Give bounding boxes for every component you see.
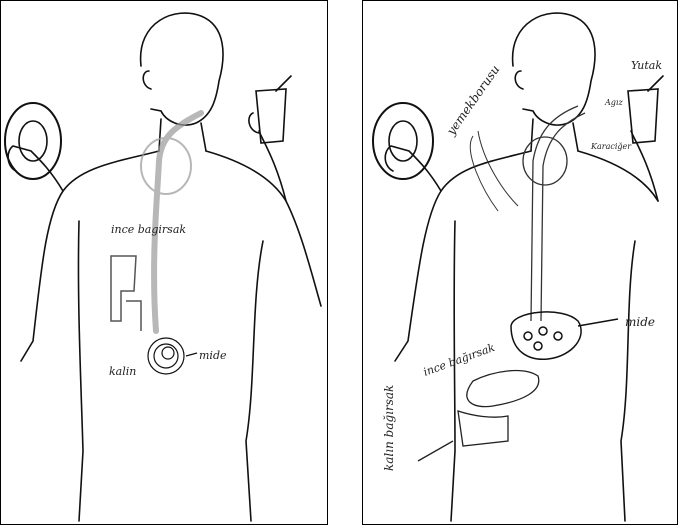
label-large-intestine: kalın bağırsak [382, 385, 396, 471]
torso-right [621, 241, 635, 521]
liver-shape [523, 137, 567, 185]
label-throat: Karaciğer [590, 142, 632, 151]
head-outline [141, 13, 223, 125]
label-large-intestine: kalin [109, 365, 136, 378]
torso-left [78, 221, 83, 521]
head-outline [513, 13, 595, 125]
large-intestine-shape [458, 411, 508, 446]
body-outline [21, 151, 321, 361]
label-small-intestine: ince bagirsak [111, 223, 186, 236]
torso-left [451, 221, 455, 521]
torso-right [246, 241, 263, 521]
cup-icon [628, 89, 658, 143]
left-drawing-panel: ince bagirsak kalin mide [0, 0, 328, 525]
label-liver: Yutak [631, 59, 662, 72]
ear [515, 71, 523, 89]
small-intestine-sketch [111, 256, 136, 321]
stomach-shape [511, 312, 581, 359]
body-outline [395, 151, 658, 361]
bread-icon [373, 103, 433, 179]
left-body-sketch: ince bagirsak kalin mide [1, 1, 328, 525]
cup-icon [256, 89, 286, 143]
stomach-scribble [148, 338, 184, 374]
bread-icon [5, 103, 61, 179]
label-mouth: Agız [604, 98, 623, 107]
label-esophagus: yemekborusu [443, 63, 502, 139]
ear [143, 71, 151, 89]
liver-shading [141, 138, 191, 194]
right-body-sketch: yemekborusu Yutak Agız Karaciğer mide in… [363, 1, 678, 525]
esophagus-path [154, 113, 201, 331]
label-stomach: mide [625, 315, 655, 329]
left-arm [8, 146, 63, 191]
right-drawing-panel: yemekborusu Yutak Agız Karaciğer mide in… [362, 0, 678, 525]
small-intestine-shape [467, 371, 539, 407]
label-small-intestine: ince bağırsak [422, 341, 497, 379]
label-stomach: mide [199, 349, 227, 362]
